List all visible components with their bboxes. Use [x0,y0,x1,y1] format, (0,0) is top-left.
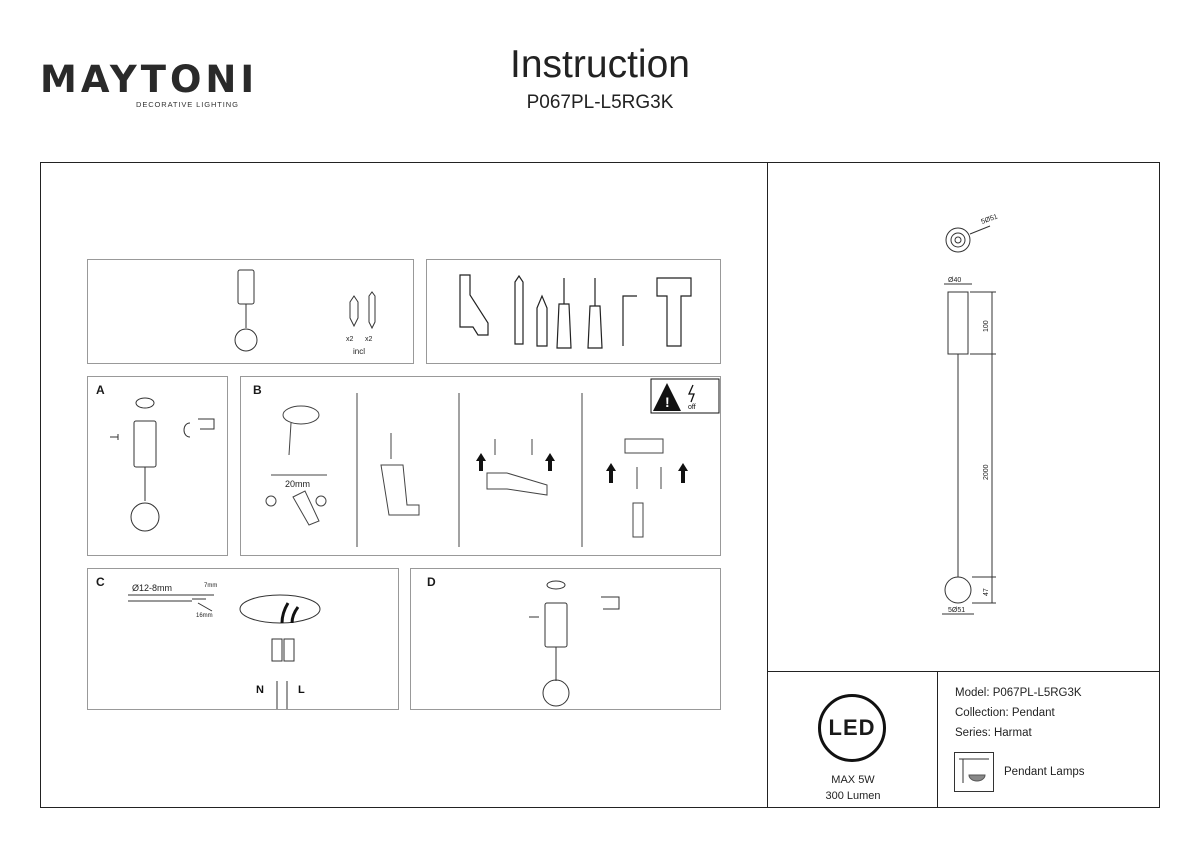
brand-logo: MAYTONI [40,58,259,101]
screwdriver-flat-icon [556,278,572,349]
lamp-body-icon [544,602,568,648]
terminal-block-icon [292,490,320,526]
body-dia-label: Ø40 [948,277,961,284]
spec-collection: Collection: Pendant [955,707,1055,719]
power-off-label: off [688,404,696,411]
spec-model: Model: P067PL-L5RG3K [955,687,1082,699]
shade-dia-label: 5Ø51 [948,607,965,614]
lightning-icon [687,384,695,403]
hex-key-icon [622,295,637,346]
screw-icon [368,291,376,330]
pencil-icon [288,422,292,456]
lamp-shade-icon [542,679,570,707]
hex-key-icon [601,596,620,610]
arrow-up-icon [476,453,688,483]
shade-height-label: 47 [983,588,990,596]
screwdriver-icon [632,502,644,538]
lamp-shade-side-view [944,576,972,604]
drill-bit-icon [514,274,524,345]
warning-icon [653,383,681,411]
arrow-left-icon [110,434,119,440]
led-badge: LED [818,694,886,762]
ceiling-plate-icon [282,405,320,425]
mounting-plate-icon [624,438,664,454]
spec-category: Pendant Lamps [1004,766,1085,778]
lamp-shade-icon [130,502,160,532]
led-flux: 300 Lumen [825,790,881,802]
screw-icon [636,467,662,489]
step-d-illustration [529,580,620,707]
step-c-panel: C Ø12-8mm 7mm 16mm N L [87,568,399,710]
dimension-drawing: 5Ø51 Ø40 100 2000 47 5Ø51 [942,213,999,615]
model-code: P067PL-L5RG3K [526,92,674,113]
screwdriver-cross-icon [587,278,603,349]
canopy-dia-label: 5Ø51 [980,213,999,225]
technical-drawing: 5Ø51 Ø40 100 2000 47 5Ø51 [930,210,1040,630]
hammer-icon [656,277,692,347]
power-warning: ! off [650,378,720,414]
pendant-lamp-icon [954,752,994,792]
instruction-frame [40,162,1160,808]
led-power: MAX 5W [831,774,875,786]
step-b-panel: B 20mm ! [240,376,721,556]
step-b-illustration: 20mm ! off [265,378,720,547]
step-d-panel: D [410,568,721,710]
step-d-label: D [427,575,436,589]
lamp-body-icon [133,420,157,468]
rotate-icon [183,422,191,438]
step-a-illustration [110,397,215,532]
step-a-label: A [96,383,105,397]
included-label: incl [353,347,365,356]
qty-screws: x2 [365,336,373,343]
step-a-panel: A [87,376,228,556]
dowel-icon [349,295,359,328]
step-b-label: B [253,383,262,397]
svg-text:!: ! [665,394,670,410]
drill-icon [380,433,420,516]
step-c-label: C [96,575,105,589]
package-contents-illustration: x2 x2 incl [234,269,376,356]
contents-panel: x2 x2 incl [87,259,414,364]
tools-panel [426,259,721,364]
tools-illustration [459,274,692,349]
qty-dowels: x2 [346,336,354,343]
lamp-body-icon [237,269,255,305]
strip-long-label: 16mm [196,613,213,619]
footer-divider [937,671,938,808]
terminal-block-icon [271,638,283,662]
cable-diameter-label: Ø12-8mm [132,583,172,593]
drill-icon [459,274,489,336]
body-height-label: 100 [983,320,990,332]
led-badge-text: LED [828,715,876,740]
neutral-label: N [256,684,264,696]
canopy-top-view [945,227,971,253]
hammer-icon [486,472,548,496]
spec-series: Series: Harmat [955,727,1032,739]
frame-divider [767,162,768,808]
ceiling-hole-icon [239,594,321,624]
lamp-body-side-view [947,291,969,355]
lamp-shade-icon [234,328,258,352]
page-title: Instruction [510,43,690,86]
pencil-icon [536,294,548,347]
cable-length-label: 2000 [983,464,990,480]
dowel-icon [494,439,533,455]
footer-divider [767,671,1160,672]
strip-short-label: 7mm [204,583,217,589]
live-label: L [298,684,305,696]
wire-gap-label: 20mm [285,479,310,489]
hex-key-icon [198,418,215,430]
brand-tagline: DECORATIVE LIGHTING [136,100,239,109]
step-c-illustration: Ø12-8mm 7mm 16mm N L [128,583,321,709]
